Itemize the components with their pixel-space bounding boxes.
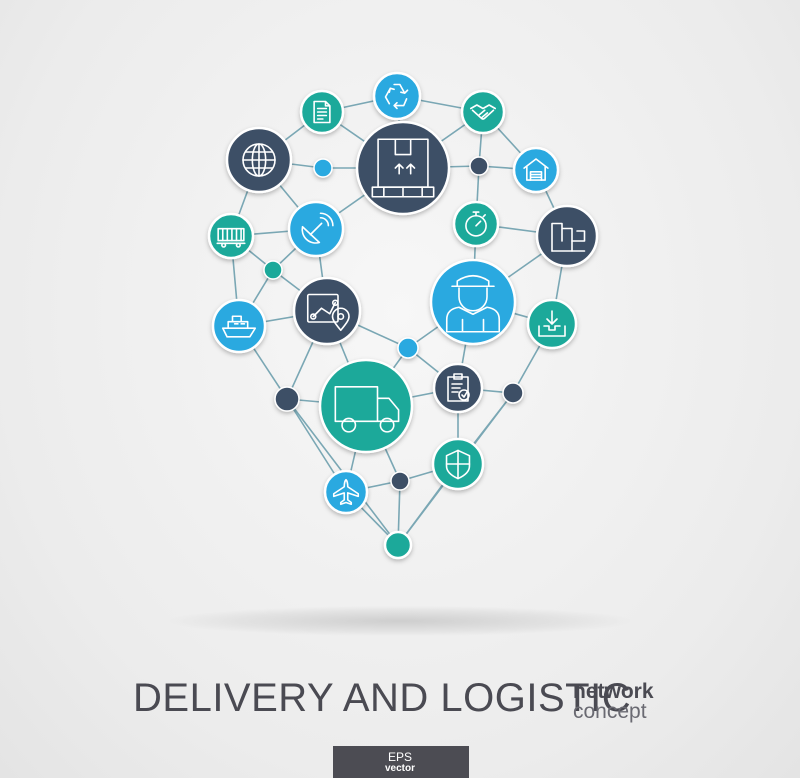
node-circle bbox=[318, 358, 414, 454]
node-container-train bbox=[207, 212, 255, 260]
junction-circle bbox=[502, 382, 524, 404]
satellite-dish-icon bbox=[301, 212, 334, 244]
ship-icon bbox=[221, 315, 257, 338]
junction-circle bbox=[469, 156, 489, 176]
forklift-icon bbox=[551, 222, 586, 252]
download-tray-icon bbox=[538, 310, 566, 337]
globe-icon bbox=[242, 143, 276, 177]
package-box-icon bbox=[371, 138, 435, 198]
node-circle bbox=[452, 200, 500, 248]
subtitle-network: network bbox=[573, 680, 654, 703]
eps-label: EPS bbox=[387, 750, 412, 764]
junction-dot bbox=[502, 382, 524, 404]
junction-dot bbox=[469, 156, 489, 176]
node-circle bbox=[207, 212, 255, 260]
node-globe bbox=[225, 126, 293, 194]
truck-icon bbox=[334, 386, 400, 433]
junction-circle bbox=[263, 260, 283, 280]
node-download-tray bbox=[526, 298, 578, 350]
node-recycle bbox=[372, 71, 422, 121]
vector-label: vector bbox=[384, 763, 415, 774]
network-nodes bbox=[207, 71, 599, 560]
stopwatch-icon bbox=[465, 211, 487, 237]
node-truck bbox=[318, 358, 414, 454]
junction-dot bbox=[390, 471, 410, 491]
container-train-icon bbox=[216, 227, 246, 248]
node-stopwatch bbox=[452, 200, 500, 248]
airplane-icon bbox=[332, 478, 360, 506]
eps-bar bbox=[333, 746, 469, 778]
junction-circle bbox=[390, 471, 410, 491]
node-courier-person bbox=[429, 258, 517, 346]
node-circle bbox=[211, 298, 267, 354]
recycle-icon bbox=[384, 83, 409, 110]
shield-icon bbox=[445, 449, 471, 480]
node-circle bbox=[512, 146, 560, 194]
node-circle bbox=[323, 469, 369, 515]
node-ship bbox=[211, 298, 267, 354]
junction-dot bbox=[397, 337, 419, 359]
document-icon bbox=[313, 100, 331, 124]
node-package-box bbox=[355, 120, 451, 216]
junction-dot bbox=[274, 386, 300, 412]
node-circle bbox=[372, 71, 422, 121]
junction-dot bbox=[263, 260, 283, 280]
node-forklift bbox=[535, 204, 599, 268]
handshake-icon bbox=[469, 104, 497, 120]
junction-dot bbox=[313, 158, 333, 178]
node-warehouse bbox=[512, 146, 560, 194]
subtitle-concept: concept bbox=[573, 700, 647, 723]
node-shield bbox=[431, 437, 485, 491]
junction-dot bbox=[383, 530, 413, 560]
pin-shadow bbox=[170, 606, 630, 636]
node-circle bbox=[429, 258, 517, 346]
node-circle bbox=[535, 204, 599, 268]
node-handshake bbox=[460, 89, 506, 135]
junction-circle bbox=[383, 530, 413, 560]
junction-circle bbox=[397, 337, 419, 359]
junction-circle bbox=[313, 158, 333, 178]
node-airplane bbox=[323, 469, 369, 515]
node-document bbox=[299, 89, 345, 135]
junction-circle bbox=[274, 386, 300, 412]
node-satellite-dish bbox=[287, 200, 345, 258]
clipboard-check-icon bbox=[447, 373, 470, 402]
title: DELIVERY AND LOGISTIC bbox=[133, 676, 632, 720]
courier-person-icon bbox=[445, 274, 501, 333]
node-clipboard-check bbox=[432, 362, 484, 414]
warehouse-icon bbox=[523, 158, 549, 181]
eps-badge: EPS vector bbox=[378, 748, 422, 778]
route-map-icon bbox=[306, 293, 350, 332]
node-route-map bbox=[292, 276, 362, 346]
